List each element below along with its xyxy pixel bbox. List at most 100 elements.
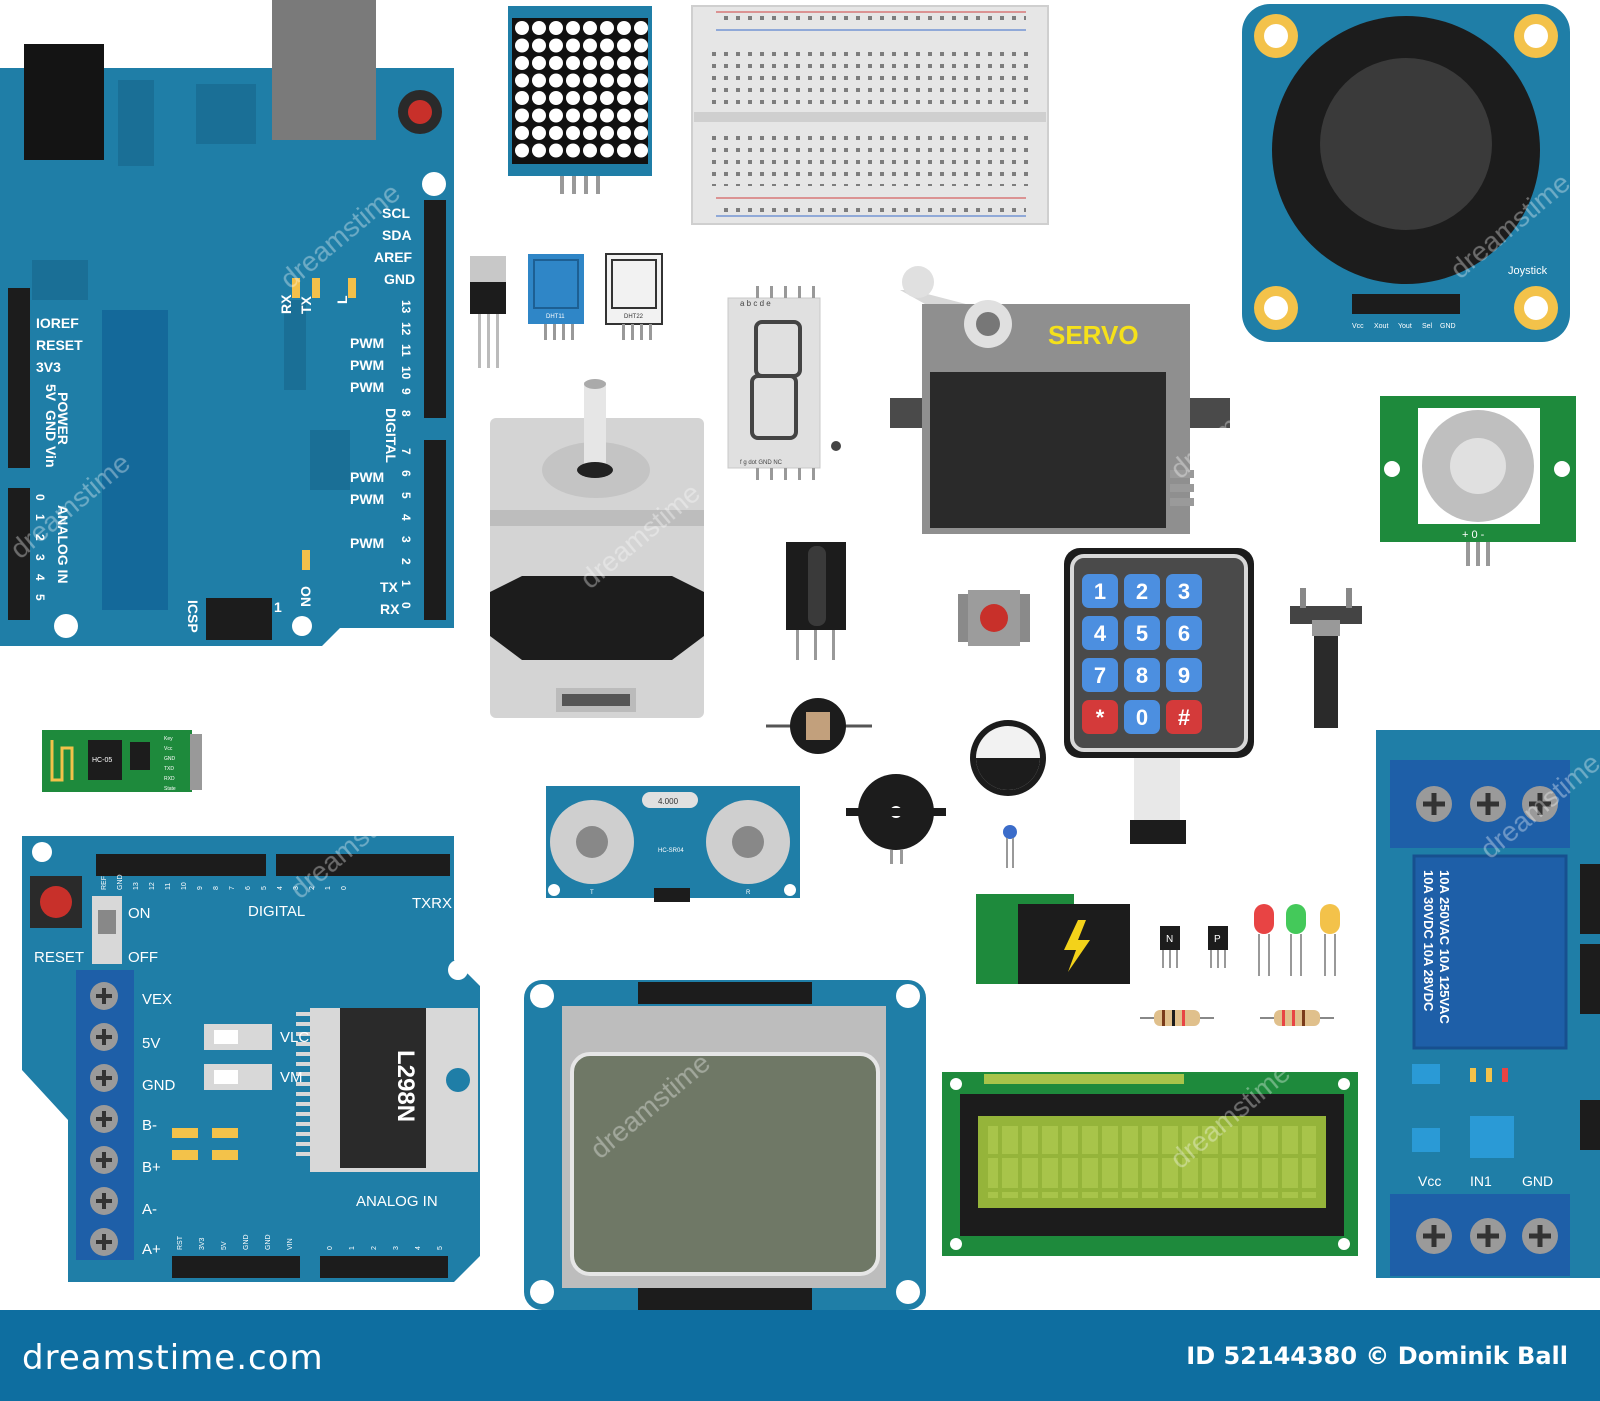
matrix-led	[583, 108, 597, 123]
screw-terminal[interactable]	[1470, 786, 1506, 822]
relay-module: 10A 250VAC 10A 125VAC 10A 30VDC 10A 28VD…	[1376, 730, 1600, 1278]
shield-header	[96, 854, 266, 876]
ultrasonic-receiver: R	[746, 890, 751, 896]
digital-num: 3	[399, 536, 413, 543]
shield-reset-label: RESET	[34, 949, 84, 966]
shield-pin-label: 0	[327, 1246, 334, 1250]
screw-terminal[interactable]	[90, 1187, 118, 1215]
shield-pin-label: 3V3	[199, 1237, 206, 1250]
screw-terminal[interactable]	[90, 1228, 118, 1256]
shield-pin-label: 2	[309, 886, 316, 890]
digital-num: 6	[399, 470, 413, 477]
switch-off-label: OFF	[128, 949, 158, 966]
matrix-led	[617, 73, 631, 88]
bluetooth-pin: RXD	[164, 776, 175, 782]
screw-terminal[interactable]	[1522, 786, 1558, 822]
matrix-led	[566, 143, 580, 158]
matrix-led	[583, 143, 597, 158]
pin-label-vin: Vin	[43, 446, 59, 468]
shield-pin-label: REF	[101, 876, 108, 890]
push-button-cap[interactable]	[980, 604, 1008, 632]
pin-label-aref: AREF	[374, 249, 413, 265]
digital-num: 7	[399, 448, 413, 455]
keypad-key-label: 2	[1136, 579, 1148, 604]
led-yellow	[1320, 904, 1340, 976]
screw-terminal[interactable]	[1470, 1218, 1506, 1254]
analog-in-label: ANALOG IN	[55, 505, 71, 584]
relay-screws	[1416, 786, 1558, 1254]
joystick-knob[interactable]	[1320, 58, 1492, 230]
keypad-key[interactable]: 4	[1082, 616, 1118, 650]
bluetooth-pin: TXD	[164, 766, 174, 772]
servo-motor: SERVO	[890, 266, 1230, 534]
matrix-led	[532, 56, 546, 70]
shield-reset-button[interactable]	[40, 886, 72, 918]
keypad-key[interactable]: 7	[1082, 658, 1118, 692]
keypad-key[interactable]: 2	[1124, 574, 1160, 608]
shield-header	[320, 1256, 448, 1278]
servo-label: SERVO	[1048, 320, 1139, 350]
pin-label-scl: SCL	[382, 205, 410, 221]
relay-rating-ac: 10A 250VAC 10A 125VAC	[1437, 870, 1452, 1025]
keypad-key[interactable]: 0	[1124, 700, 1160, 734]
keypad-key[interactable]: *	[1082, 700, 1118, 734]
shield-pin-label: 12	[149, 882, 156, 890]
matrix-led	[634, 143, 648, 158]
screw-terminal[interactable]	[1416, 1218, 1452, 1254]
ultrasonic-sensor-hcsr04: 4.000 HC-SR04 T R	[546, 786, 800, 902]
bluetooth-pin: GND	[164, 756, 176, 762]
matrix-led	[617, 21, 631, 35]
matrix-led	[566, 108, 580, 123]
screw-terminal[interactable]	[1522, 1218, 1558, 1254]
vlc-label: VLC	[280, 1029, 309, 1046]
matrix-led	[634, 73, 648, 88]
screw-terminal[interactable]	[90, 1146, 118, 1174]
shield-pin-label: 0	[341, 886, 348, 890]
screw-terminal[interactable]	[90, 1023, 118, 1051]
screw-terminal[interactable]	[1416, 786, 1452, 822]
ir-receiver	[786, 542, 846, 660]
reset-button[interactable]	[408, 100, 432, 124]
matrix-led	[515, 126, 529, 140]
matrix-led	[600, 56, 614, 70]
led-green	[1286, 904, 1306, 976]
keypad-key[interactable]: 1	[1082, 574, 1118, 608]
matrix-led	[583, 56, 597, 70]
pwm-label: PWM	[350, 535, 384, 551]
matrix-led	[549, 38, 563, 53]
capacitor	[970, 720, 1046, 796]
matrix-led	[532, 91, 546, 105]
pin-label-sda: SDA	[382, 227, 412, 243]
matrix-led	[566, 91, 580, 105]
pwm-label: PWM	[350, 491, 384, 507]
keypad-key[interactable]: #	[1166, 700, 1202, 734]
keypad-key[interactable]: 3	[1166, 574, 1202, 608]
shield-pin-label: 2	[371, 1246, 378, 1250]
matrix-led	[515, 21, 529, 35]
ultrasonic-model: HC-SR04	[658, 848, 684, 854]
matrix-led	[600, 73, 614, 88]
screw-terminal[interactable]	[90, 982, 118, 1010]
keypad-key-label: *	[1096, 705, 1105, 730]
keypad-key[interactable]: 8	[1124, 658, 1160, 692]
keypad-key[interactable]: 6	[1166, 616, 1202, 650]
matrix-led	[600, 91, 614, 105]
shield-pin-label: 3	[293, 886, 300, 890]
footer-brand[interactable]: dreamstime.com	[22, 1338, 324, 1378]
keypad-key-label: 6	[1178, 621, 1190, 646]
matrix-led	[634, 91, 648, 105]
shield-pin-label: 8	[213, 886, 220, 890]
shield-pin-label: 13	[133, 882, 140, 890]
relay-gnd-label: GND	[1522, 1173, 1553, 1189]
keypad-key[interactable]: 5	[1124, 616, 1160, 650]
screw-terminal[interactable]	[90, 1105, 118, 1133]
screw-terminal[interactable]	[90, 1064, 118, 1092]
digital-num: 4	[399, 514, 413, 521]
joystick-module: Joystick Vcc Xout Yout Sel GND	[1242, 4, 1570, 342]
shield-txrx-label: TXRX	[412, 895, 452, 912]
matrix-led	[532, 38, 546, 53]
seven-segment-display: a b c d e f g dot GND NC	[727, 286, 841, 480]
keypad-key-label: 9	[1178, 663, 1190, 688]
keypad-key[interactable]: 9	[1166, 658, 1202, 692]
